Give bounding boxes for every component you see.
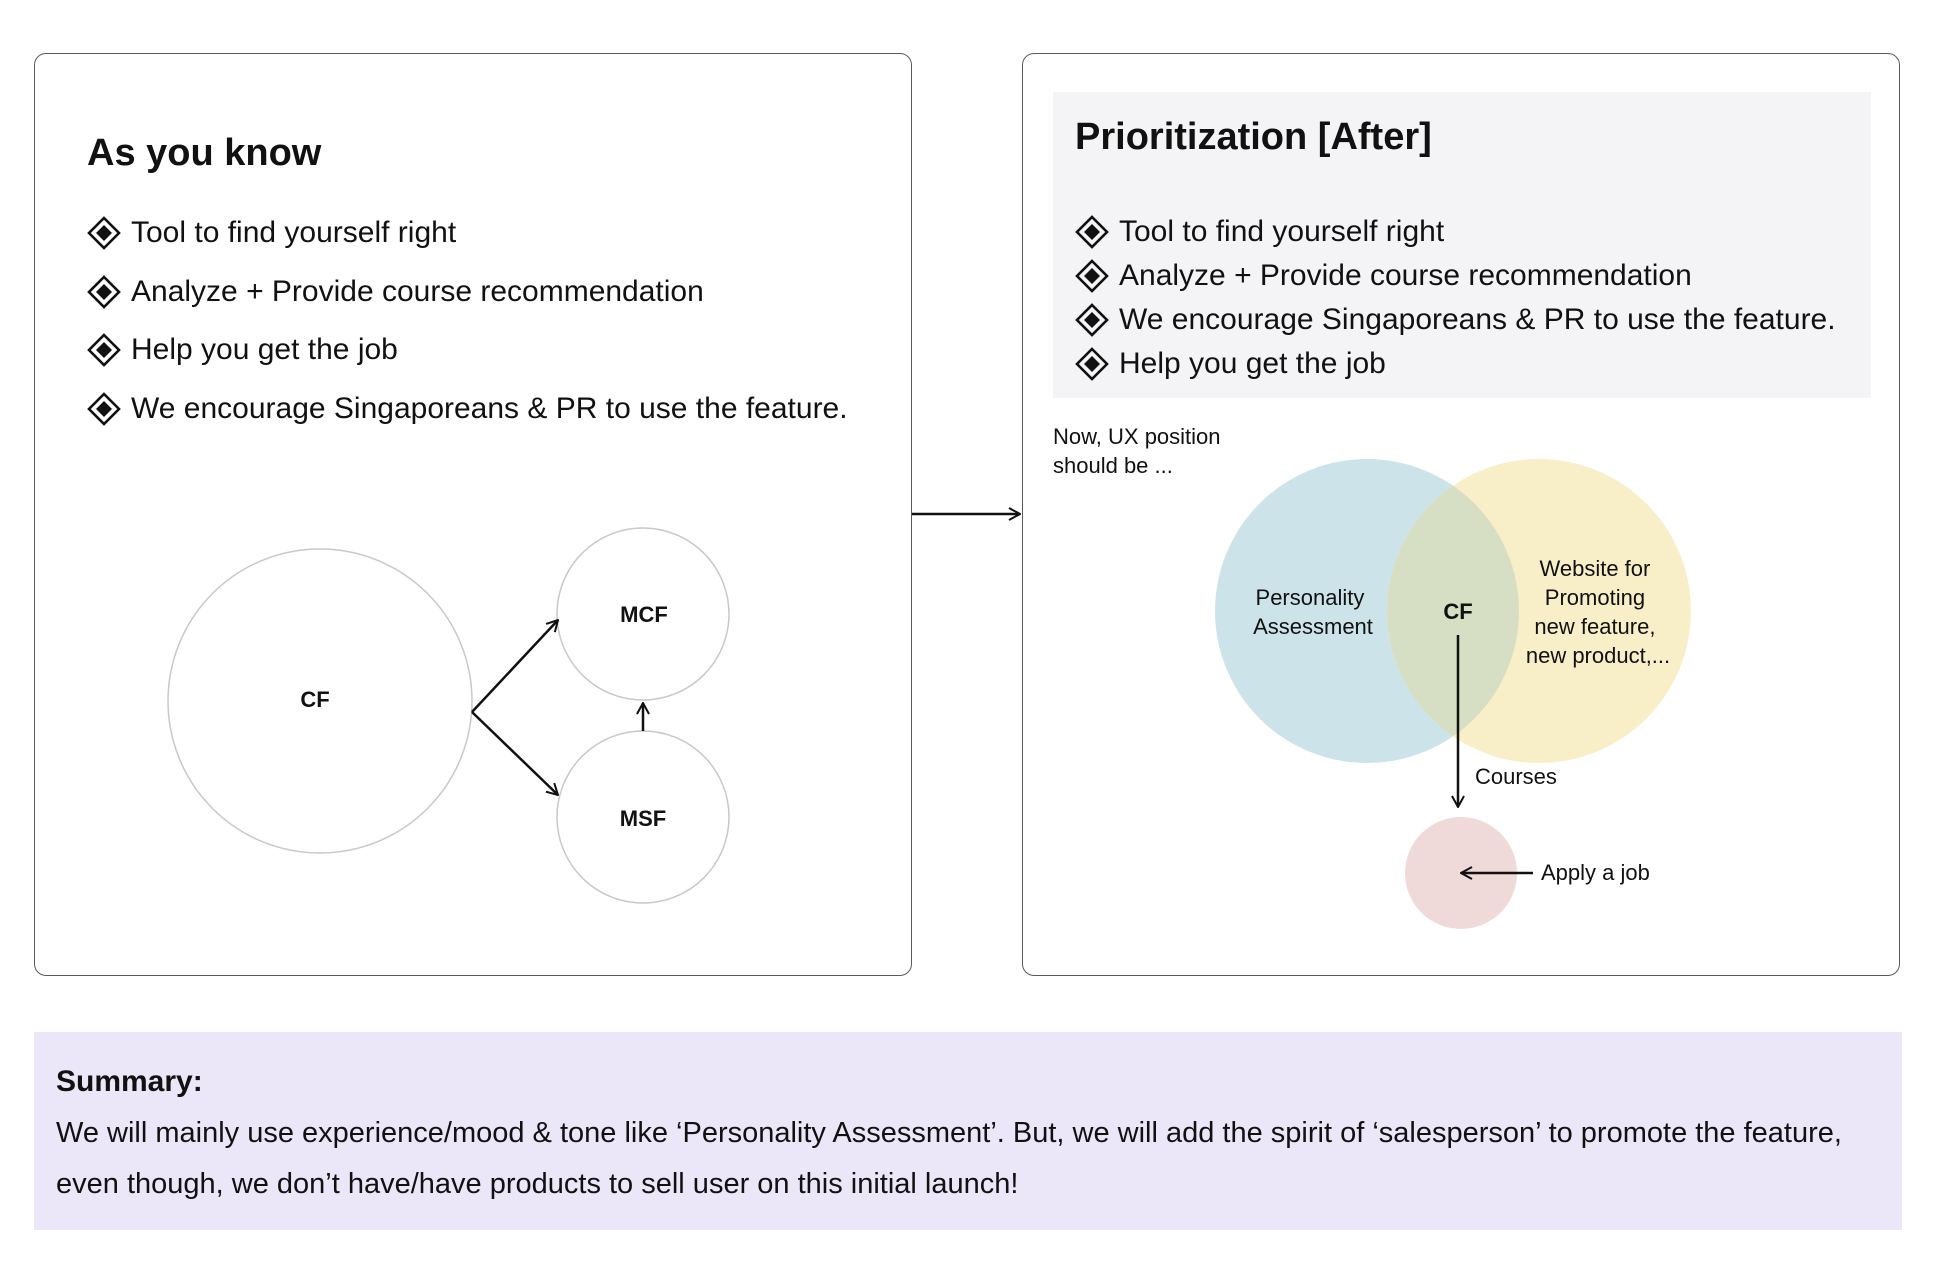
venn-left-label: Personality Assessment xyxy=(1253,585,1373,639)
venn-diagram: Now, UX position should be ... Personali… xyxy=(1053,424,1691,929)
note-text: Now, UX position should be ... xyxy=(1053,424,1227,478)
venn-right-line: new feature, xyxy=(1534,614,1655,639)
cf-label: CF xyxy=(300,687,329,712)
cf-circle xyxy=(167,548,473,854)
bullet-text: Analyze + Provide course recommendation xyxy=(1119,259,1692,292)
venn-right-line: new product,... xyxy=(1526,643,1670,668)
summary-body: We will mainly use experience/mood & ton… xyxy=(56,1117,1842,1200)
bullet-text: We encourage Singaporeans & PR to use th… xyxy=(1119,303,1836,336)
venn-right-line: Promoting xyxy=(1545,585,1645,610)
apply-label: Apply a job xyxy=(1541,860,1650,885)
mcf-label: MCF xyxy=(620,602,668,627)
venn-left-line: Assessment xyxy=(1253,614,1373,639)
msf-label: MSF xyxy=(620,806,666,831)
arrow-cf-to-mcf xyxy=(471,620,558,713)
summary-title: Summary: xyxy=(56,1065,203,1098)
bullet-text: Help you get the job xyxy=(1119,347,1386,380)
venn-left-line: Personality xyxy=(1256,585,1365,610)
right-panel: Prioritization [After] Tool to find your… xyxy=(1022,53,1900,976)
mcf-circle xyxy=(556,527,730,701)
right-panel-title: Prioritization [After] xyxy=(1075,116,1432,158)
left-panel-title: As you know xyxy=(87,132,322,174)
arrow-cf-to-msf xyxy=(471,711,558,795)
list-item: Help you get the job xyxy=(87,321,848,380)
left-panel: As you know Tool to find yourself right … xyxy=(34,53,912,976)
list-item: We encourage Singaporeans & PR to use th… xyxy=(87,380,848,439)
list-item: We encourage Singaporeans & PR to use th… xyxy=(1075,298,1836,342)
courses-label: Courses xyxy=(1475,764,1557,789)
venn-center-label: CF xyxy=(1443,599,1472,624)
list-item: Analyze + Provide course recommendation xyxy=(1075,254,1836,298)
right-panel-header: Prioritization [After] Tool to find your… xyxy=(1053,92,1871,398)
list-item: Tool to find yourself right xyxy=(87,204,848,263)
summary-box: Summary: We will mainly use experience/m… xyxy=(34,1032,1902,1230)
list-item: Tool to find yourself right xyxy=(1075,210,1836,254)
note-line: Now, UX position xyxy=(1053,424,1221,449)
venn-overlap xyxy=(1387,459,1519,763)
bullet-text: Help you get the job xyxy=(131,333,398,367)
list-item: Help you get the job xyxy=(1075,342,1836,386)
bullet-text: Tool to find yourself right xyxy=(1119,215,1445,248)
venn-right-line: Website for xyxy=(1540,556,1651,581)
venn-right-label: Website for Promoting new feature, new p… xyxy=(1526,556,1670,668)
left-bullet-list: Tool to find yourself right Analyze + Pr… xyxy=(87,204,848,438)
bullet-text: Analyze + Provide course recommendation xyxy=(131,274,704,308)
bullet-text: We encourage Singaporeans & PR to use th… xyxy=(131,392,848,426)
right-bullet-list: Tool to find yourself right Analyze + Pr… xyxy=(1075,210,1836,386)
note-line: should be ... xyxy=(1053,453,1173,478)
left-diagram: CF MCF MSF xyxy=(167,527,730,904)
bullet-text: Tool to find yourself right xyxy=(131,216,457,250)
list-item: Analyze + Provide course recommendation xyxy=(87,263,848,322)
